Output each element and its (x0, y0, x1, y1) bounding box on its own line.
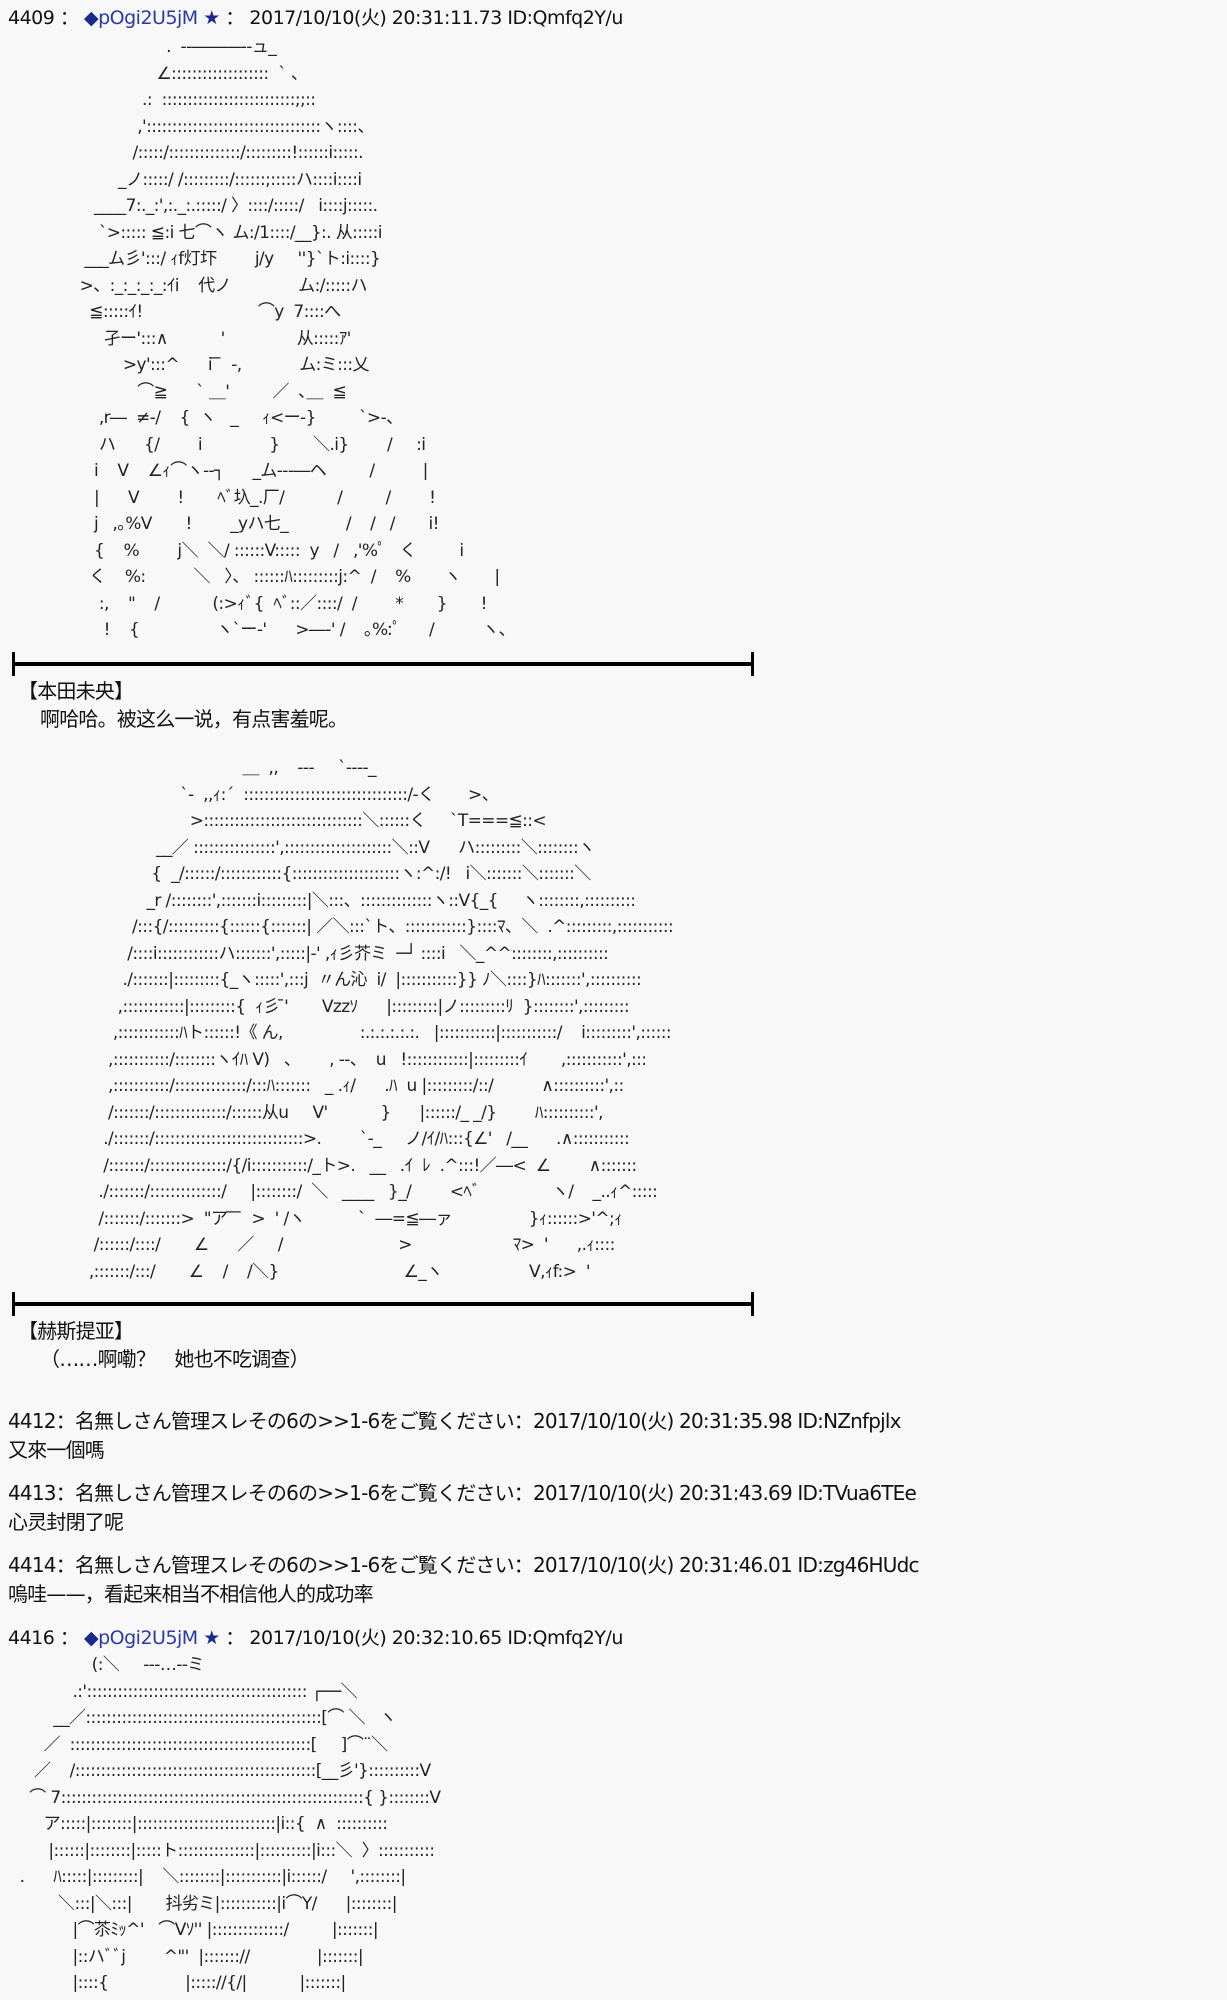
post-header-4416: 4416 ： ◆pOgi2U5jM ★ ： 2017/10/10(火) 20:3… (8, 1626, 623, 1650)
separator: ： (225, 7, 244, 29)
dialogue-line: 啊哈哈。被这么一说，有点害羞呢。 (40, 707, 348, 731)
divider-tick-left (12, 652, 15, 676)
author-name: pOgi2U5jM (98, 1627, 198, 1649)
speaker-name: 【本田未央】 (18, 679, 134, 703)
star-icon: ★ (203, 1627, 220, 1649)
separator: ： (59, 7, 79, 29)
post-number[interactable]: 4416 (8, 1627, 55, 1649)
divider-tick-right (751, 652, 754, 676)
scene-divider (12, 652, 754, 676)
reply-body: 嗚哇——，看起来相当不相信他人的成功率 (8, 1582, 374, 1606)
diamond-icon: ◆ (83, 7, 99, 29)
post-number[interactable]: 4409 (8, 7, 55, 29)
reply-body: 又來一個嗎 (8, 1438, 105, 1462)
divider-tick-right (751, 1292, 754, 1316)
post-header-4409: 4409 ： ◆pOgi2U5jM ★ ： 2017/10/10(火) 20:3… (8, 6, 623, 30)
scene-divider (12, 1292, 754, 1316)
ascii-art-mio: . -‐―――--ュ_ ∠::::::::::::::::::: ` 、 .: … (79, 37, 516, 640)
reply-header-4414: 4414：名無しさん管理スレその6の>>1-6をご覧ください：2017/10/1… (8, 1553, 919, 1577)
speaker-name: 【赫斯提亚】 (18, 1319, 134, 1343)
separator: ： (225, 1627, 244, 1649)
diamond-icon: ◆ (83, 1627, 99, 1649)
ascii-art-4416: (:＼ ---…--ミ .:':::::::::::::::::::::::::… (19, 1655, 441, 1993)
separator: ： (59, 1627, 79, 1649)
post-date-id: 2017/10/10(火) 20:32:10.65 ID:Qmfq2Y/u (249, 1627, 623, 1649)
dialogue-line: （……啊嘞？ 她也不吃调查） (40, 1347, 310, 1371)
author-name: pOgi2U5jM (98, 7, 198, 29)
ascii-art-hestia: ＿ ,, --- `‐‐‐‐_ `- ,,ｨ:´ :::::::::::::::… (88, 758, 674, 1282)
reply-body: 心灵封閉了呢 (8, 1510, 124, 1534)
post-date-id: 2017/10/10(火) 20:31:11.73 ID:Qmfq2Y/u (249, 7, 623, 29)
reply-header-4412: 4412：名無しさん管理スレその6の>>1-6をご覧ください：2017/10/1… (8, 1409, 902, 1433)
reply-header-4413: 4413：名無しさん管理スレその6の>>1-6をご覧ください：2017/10/1… (8, 1481, 917, 1505)
divider-tick-left (12, 1292, 15, 1316)
star-icon: ★ (203, 7, 220, 29)
